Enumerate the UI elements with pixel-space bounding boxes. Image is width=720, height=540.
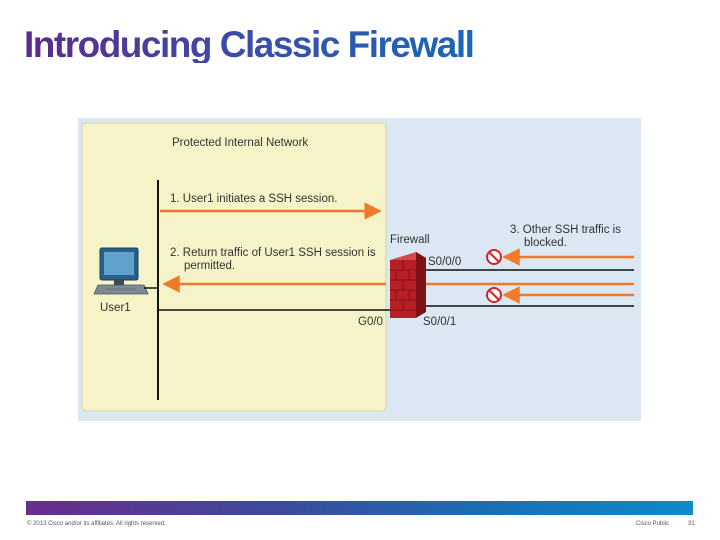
user-label: User1 <box>100 302 131 314</box>
no-entry-icon <box>486 249 502 265</box>
step3-label-line2: blocked. <box>524 237 567 249</box>
firewall-diagram: Protected Internal Network User1 <box>78 118 641 421</box>
diagram-canvas: Protected Internal Network User1 <box>81 122 634 412</box>
step2-label-line1: 2. Return traffic of User1 SSH session i… <box>170 247 376 259</box>
page-number: 31 <box>688 521 695 527</box>
interface-s000-label: S0/0/0 <box>428 256 461 268</box>
zone-label: Protected Internal Network <box>172 137 308 149</box>
interface-g00-label: G0/0 <box>358 316 383 328</box>
interface-s001-label: S0/0/1 <box>423 316 456 328</box>
slide-title: Introducing Classic Firewall <box>24 24 475 65</box>
no-entry-icon <box>486 287 502 303</box>
pc-icon <box>93 247 149 295</box>
footer-classification: Cisco Public <box>636 521 670 527</box>
firewall-label: Firewall <box>390 234 430 246</box>
firewall-icon <box>390 252 426 318</box>
step2-label-line2: permitted. <box>184 260 235 272</box>
step3-label-line1: 3. Other SSH traffic is <box>510 224 621 236</box>
footer-copyright: © 2013 Cisco and/or its affiliates. All … <box>27 521 166 527</box>
step1-label: 1. User1 initiates a SSH session. <box>170 193 337 205</box>
footer-bar <box>26 501 693 515</box>
